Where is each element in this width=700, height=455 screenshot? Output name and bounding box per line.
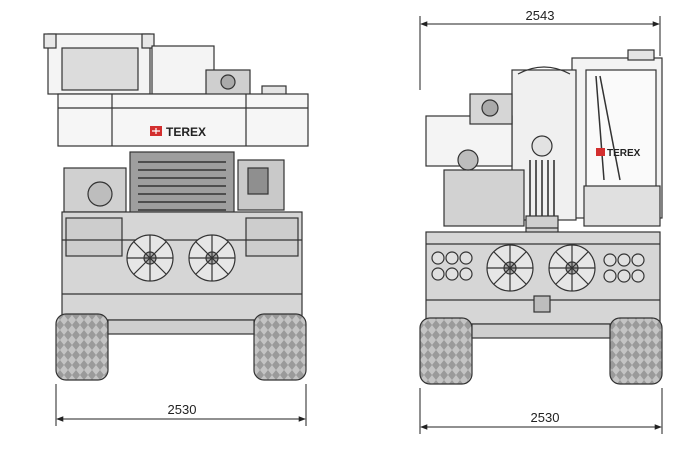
front-tire-right [253,313,307,381]
front-tire-left [55,313,109,381]
rear-terex-logo: TEREX [596,148,641,159]
rear-winch-left [486,244,534,292]
rear-lights-left [431,251,473,281]
front-upper-body [57,93,309,147]
front-brand-text: TEREX [166,125,206,139]
rear-tire-right [609,317,663,385]
front-view: TEREX [43,33,309,381]
rear-tire-left [419,317,473,385]
front-winch-right [188,234,236,282]
front-winch-left [126,234,174,282]
front-terex-logo: TEREX [150,125,206,139]
front-width-label: 2530 [168,402,197,417]
front-width-dimension [55,384,307,426]
rear-bottom-width-dimension [419,388,663,434]
rear-bottom-width-label: 2530 [531,410,560,425]
rear-top-width-label: 2543 [526,8,555,23]
rear-view: TEREX [419,49,663,385]
rear-winch-right [548,244,596,292]
rear-brand-text: TEREX [607,148,641,159]
rear-lights-right [603,253,645,283]
rear-top-width-dimension [419,16,661,90]
